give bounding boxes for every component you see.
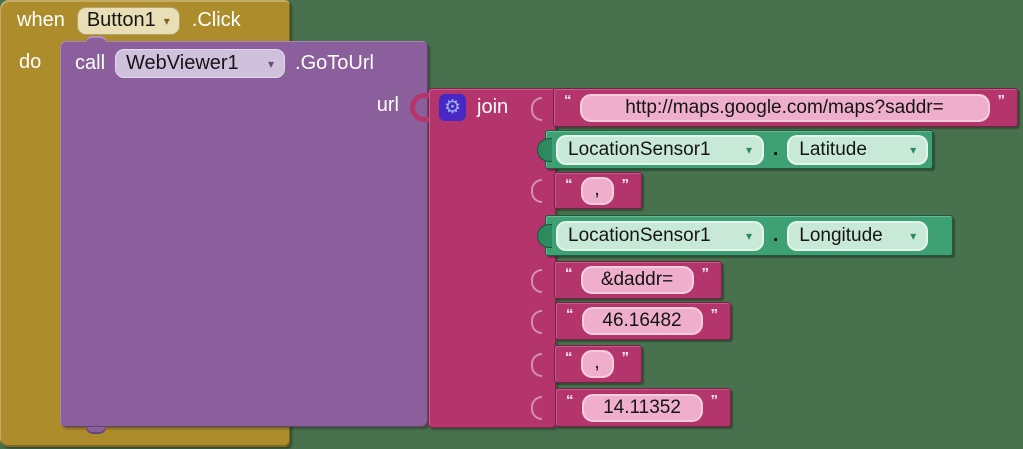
dropdown-value: LocationSensor1 — [568, 138, 711, 160]
event-name: .Click — [191, 9, 241, 31]
dropdown-arrow-icon: ▾ — [910, 142, 917, 157]
close-quote: ” — [710, 392, 719, 409]
close-quote: ” — [710, 306, 719, 323]
dropdown-value: WebViewer1 — [126, 52, 239, 74]
string-value-field[interactable]: &daddr= — [580, 266, 694, 294]
join-text-block[interactable]: ⚙ join — [410, 88, 556, 428]
text-string-block[interactable]: “ , ” — [554, 345, 642, 383]
string-value-field[interactable]: http://maps.google.com/maps?saddr= — [579, 93, 990, 122]
component-dropdown-button1[interactable]: Button1 ▾ — [76, 6, 180, 35]
string-value-field[interactable]: 46.16482 — [581, 307, 703, 335]
open-quote: “ — [565, 349, 573, 366]
string-value-field[interactable]: 14.11352 — [581, 393, 703, 422]
socket-connector — [531, 353, 542, 377]
when-keyword: when — [17, 9, 65, 31]
text-string-block[interactable]: “ &daddr= ” — [554, 261, 722, 299]
property-separator: . — [773, 224, 779, 246]
dropdown-arrow-icon: ▾ — [163, 13, 170, 28]
method-name: .GoToUrl — [295, 52, 374, 74]
dropdown-arrow-icon: ▾ — [745, 142, 752, 157]
previous-connection-tab — [86, 36, 106, 42]
text-string-block[interactable]: “ 14.11352 ” — [555, 388, 731, 427]
socket-connector — [531, 310, 542, 334]
open-quote: “ — [565, 176, 573, 193]
string-value-field[interactable]: , — [580, 176, 614, 205]
component-dropdown-locationsensor1[interactable]: LocationSensor1 ▾ — [556, 220, 764, 251]
dropdown-value: Button1 — [86, 9, 156, 31]
socket-connector — [531, 269, 542, 293]
open-quote: “ — [566, 392, 574, 409]
text-string-block[interactable]: “ http://maps.google.com/maps?saddr= ” — [553, 88, 1018, 127]
text-string-block[interactable]: “ 46.16482 ” — [555, 302, 731, 340]
call-method-block[interactable]: call WebViewer1 ▾ .GoToUrl url — [60, 36, 428, 434]
component-getter-block[interactable]: LocationSensor1 ▾ . Longitude ▾ — [545, 215, 953, 256]
socket-connector — [531, 97, 542, 121]
open-quote: “ — [564, 92, 572, 109]
next-connection-tab — [86, 427, 106, 434]
socket-connector — [531, 179, 542, 203]
component-getter-block[interactable]: LocationSensor1 ▾ . Latitude ▾ — [545, 130, 933, 169]
mutator-gear-icon[interactable]: ⚙ — [439, 94, 466, 121]
component-dropdown-webviewer1[interactable]: WebViewer1 ▾ — [115, 49, 286, 78]
dropdown-arrow-icon: ▾ — [267, 56, 275, 71]
url-param-label: url — [376, 94, 399, 116]
dropdown-value: Longitude — [799, 224, 883, 246]
component-dropdown-locationsensor1[interactable]: LocationSensor1 ▾ — [556, 134, 764, 165]
call-keyword: call — [75, 52, 106, 74]
property-dropdown-latitude[interactable]: Latitude ▾ — [787, 134, 929, 165]
call-row: call WebViewer1 ▾ .GoToUrl — [60, 41, 428, 78]
dropdown-value: Latitude — [799, 138, 867, 160]
socket-connector — [531, 396, 542, 420]
close-quote: ” — [701, 265, 710, 282]
open-quote: “ — [566, 306, 574, 323]
property-dropdown-longitude[interactable]: Longitude ▾ — [787, 220, 929, 251]
join-header: ⚙ join — [429, 89, 555, 121]
open-quote: “ — [565, 265, 573, 282]
plug-connector — [410, 93, 429, 122]
text-string-block[interactable]: “ , ” — [554, 172, 642, 209]
do-keyword: do — [19, 51, 42, 73]
close-quote: ” — [621, 349, 630, 366]
string-value-field[interactable]: , — [580, 350, 614, 378]
close-quote: ” — [997, 92, 1006, 109]
property-separator: . — [773, 138, 779, 160]
when-row: when Button1 ▾ .Click — [0, 0, 290, 41]
dropdown-arrow-icon: ▾ — [745, 228, 752, 243]
dropdown-arrow-icon: ▾ — [910, 228, 917, 243]
dropdown-value: LocationSensor1 — [568, 224, 711, 246]
join-label: join — [477, 96, 509, 118]
close-quote: ” — [621, 176, 630, 193]
